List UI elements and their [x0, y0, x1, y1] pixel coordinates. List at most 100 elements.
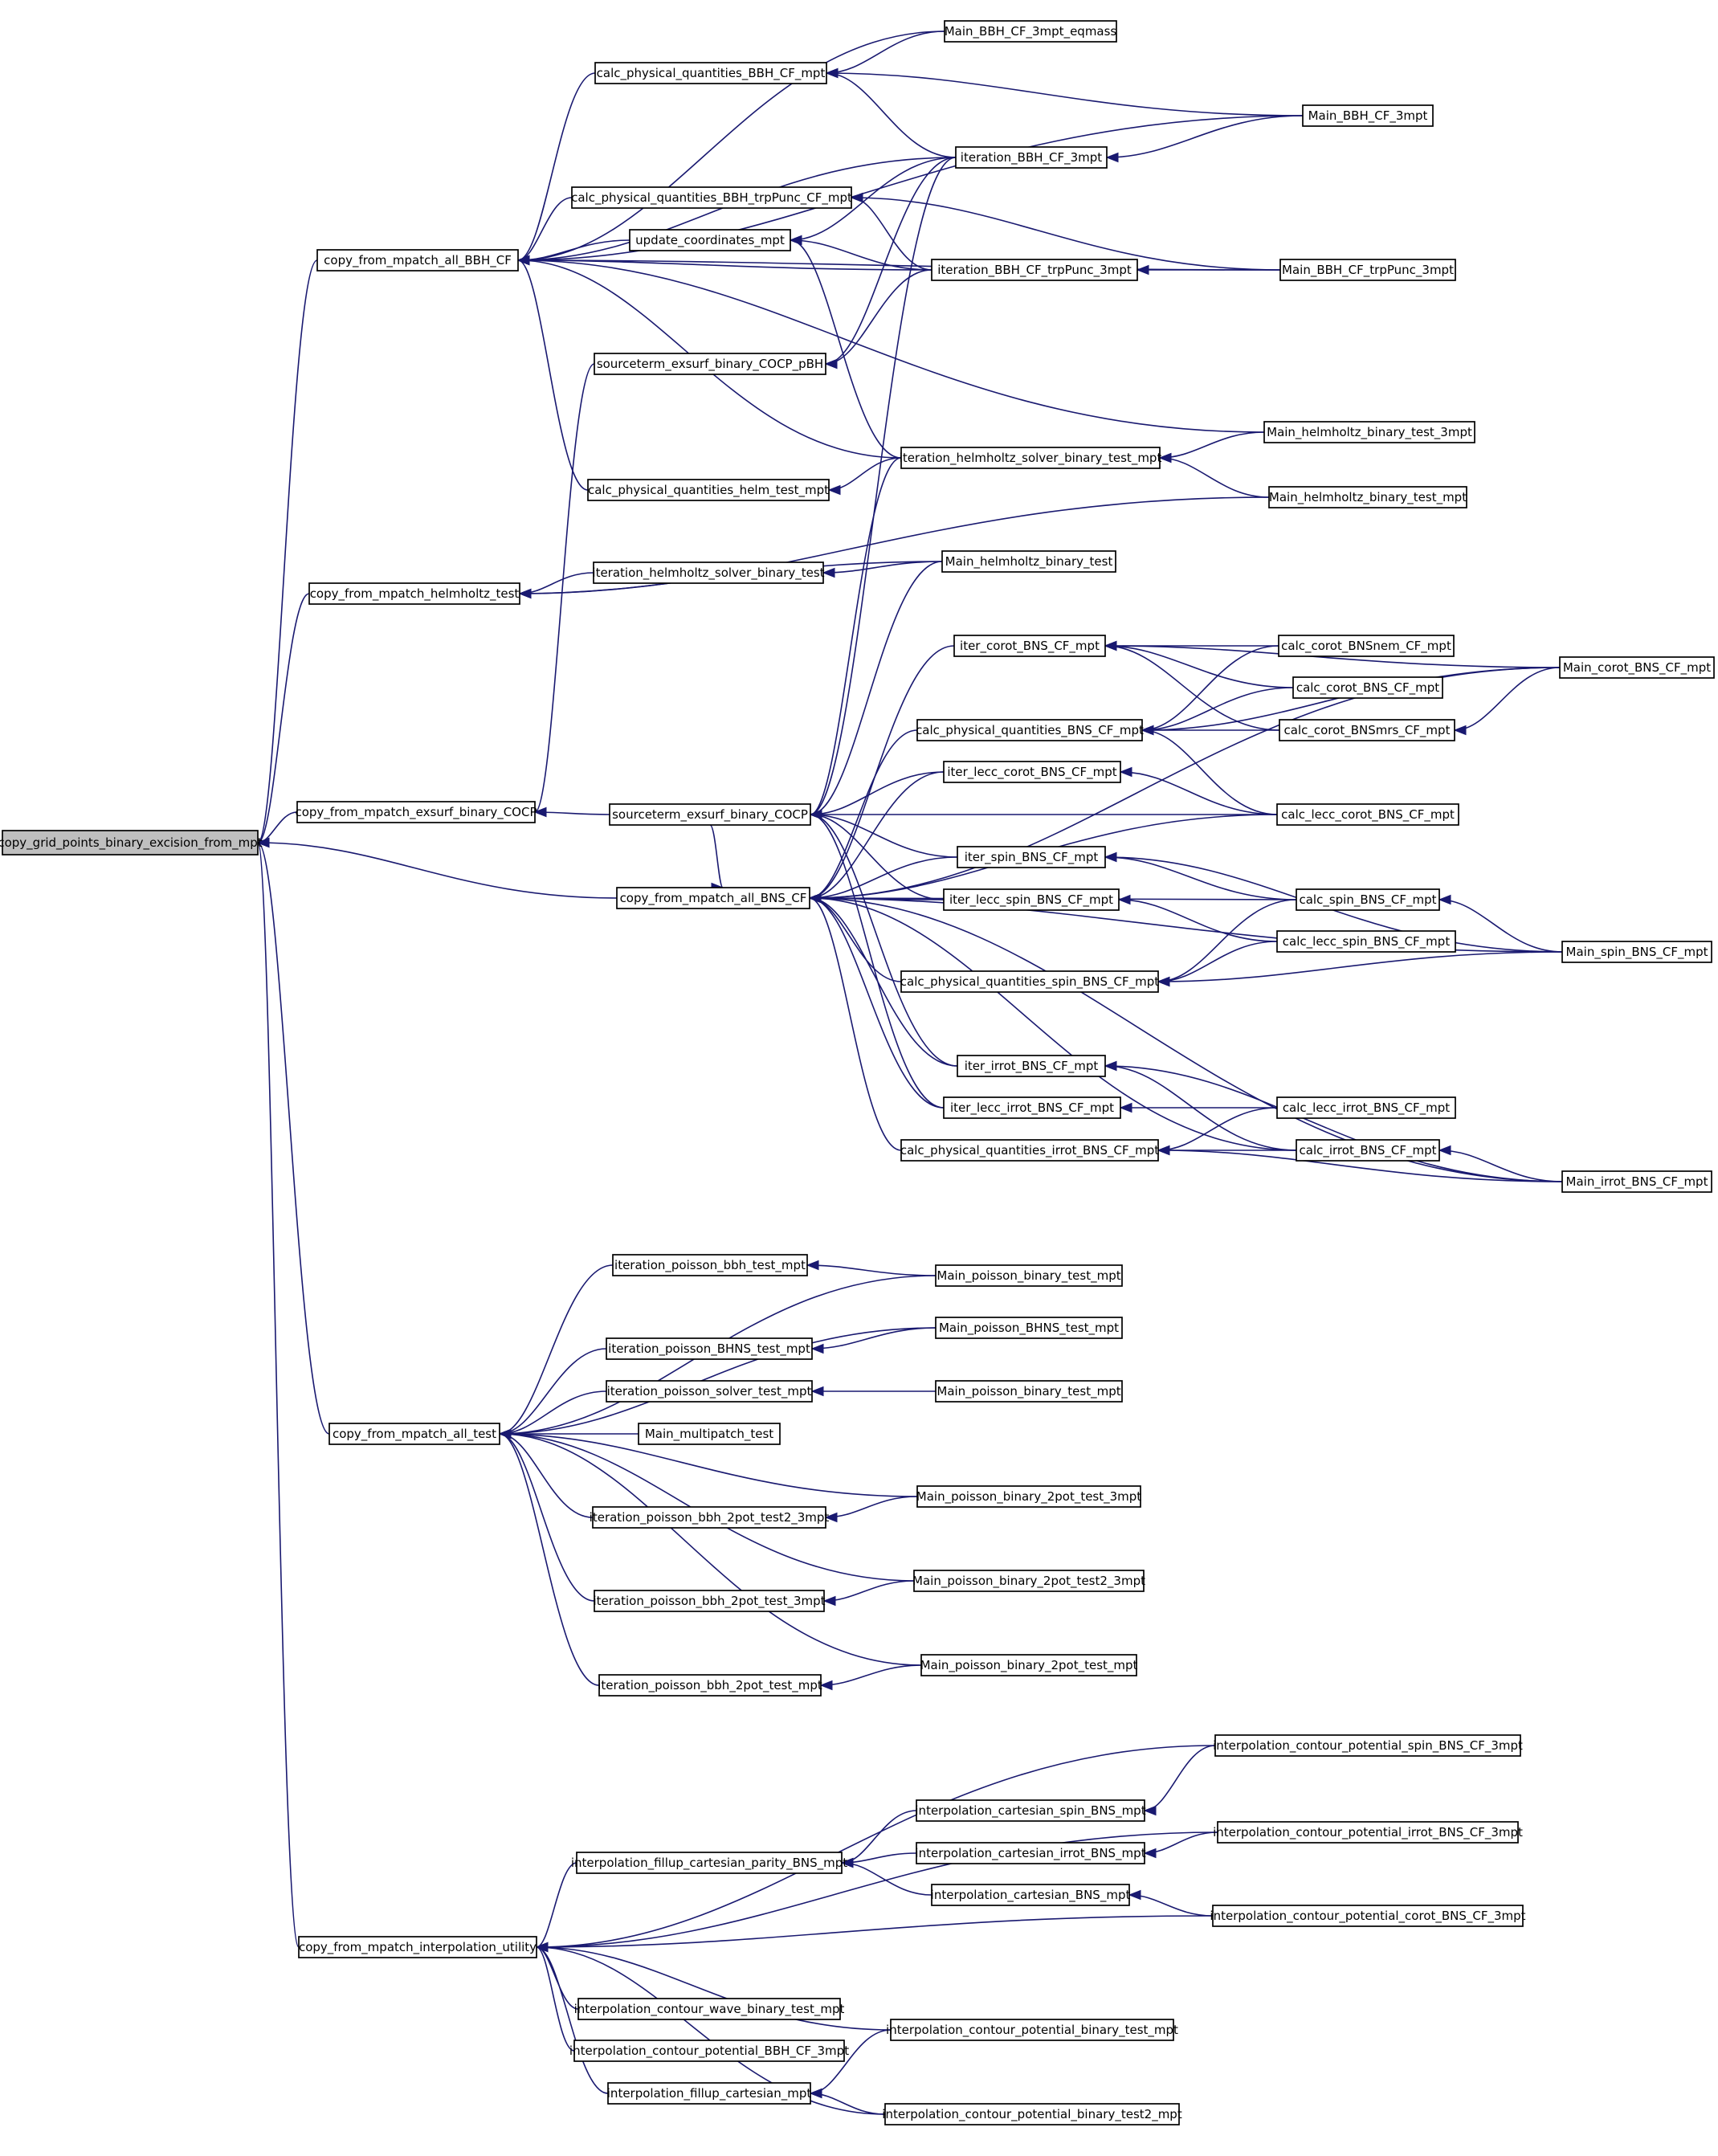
node-root[interactable]: copy_grid_points_binary_excision_from_mp…: [0, 830, 263, 855]
node-iter-spin[interactable]: iter_spin_BNS_CF_mpt: [957, 846, 1106, 868]
edge-calc-lecc-corot-to-calcpq-bns: [1141, 729, 1278, 815]
node-box: [1276, 1096, 1456, 1119]
node-calc-irrot[interactable]: calc_irrot_BNS_CF_mpt: [1296, 1139, 1440, 1162]
node-m-pbin-1[interactable]: Main_poisson_binary_test_mpt: [935, 1264, 1123, 1287]
edge-calc-irrot-to-bnscf: [809, 897, 1297, 1151]
edge-iter-lecc-corot-to-src-cocp: [810, 771, 945, 815]
node-label: calc_corot_BNSnem_CF_mpt: [1281, 639, 1451, 654]
node-m-bhns[interactable]: Main_poisson_BHNS_test_mpt: [935, 1317, 1123, 1339]
node-calc-bbh[interactable]: calc_physical_quantities_BBH_CF_mpt: [594, 62, 827, 84]
node-box: [1276, 930, 1456, 953]
node-icart[interactable]: interpolation_cartesian_BNS_mpt: [931, 1884, 1131, 1906]
node-src-cocp[interactable]: sourceterm_exsurf_binary_COCP: [609, 803, 811, 826]
node-main-helm-mpt[interactable]: Main_helmholtz_binary_test_mpt: [1268, 486, 1467, 508]
node-box: [931, 1884, 1130, 1906]
node-calc-lecc-spin[interactable]: calc_lecc_spin_BNS_CF_mpt: [1276, 930, 1456, 953]
node-label: iter_lecc_spin_BNS_CF_mpt: [949, 892, 1113, 908]
node-ic-irrot3[interactable]: interpolation_contour_potential_irrot_BN…: [1213, 1821, 1523, 1844]
node-itp-2potm[interactable]: iteration_poisson_bbh_2pot_test_mpt: [598, 1674, 822, 1697]
edge-arrowhead: [825, 67, 839, 79]
edge-arrowhead: [822, 567, 835, 578]
node-calc-corot[interactable]: calc_corot_BNS_CF_mpt: [1292, 676, 1443, 699]
node-main-irrot[interactable]: Main_irrot_BNS_CF_mpt: [1561, 1170, 1712, 1193]
node-icart-irrot[interactable]: interpolation_cartesian_irrot_BNS_mpt: [915, 1842, 1146, 1864]
node-m-pbin-2[interactable]: Main_poisson_binary_test_mpt: [935, 1380, 1123, 1403]
node-main-helm3[interactable]: Main_helmholtz_binary_test_3mpt: [1263, 421, 1475, 443]
node-label: iteration_poisson_bbh_2pot_test2_3mpt: [590, 1510, 830, 1525]
node-iter-trp[interactable]: iteration_BBH_CF_trpPunc_3mpt: [931, 259, 1138, 281]
node-main-bbh-eq[interactable]: Main_BBH_CF_3mpt_eqmass: [944, 20, 1117, 43]
node-helmtest[interactable]: copy_from_mpatch_helmholtz_test: [308, 582, 520, 605]
node-alltest[interactable]: copy_from_mpatch_all_test: [329, 1423, 500, 1445]
node-calc-corot-nem[interactable]: calc_corot_BNSnem_CF_mpt: [1278, 635, 1455, 657]
node-icart-spin[interactable]: interpolation_cartesian_spin_BNS_mpt: [915, 1799, 1146, 1822]
edge-iter-lecc-spin-to-src-cocp: [810, 814, 945, 900]
node-calcpq-spin[interactable]: calc_physical_quantities_spin_BNS_CF_mpt: [900, 970, 1159, 993]
node-interp[interactable]: copy_from_mpatch_interpolation_utility: [298, 1936, 537, 1958]
node-calc-trp[interactable]: calc_physical_quantities_BBH_trpPunc_CF_…: [571, 186, 852, 209]
node-box: [1561, 941, 1712, 963]
edge-arrowhead: [1143, 1848, 1157, 1859]
node-exsurfcocp[interactable]: copy_from_mpatch_exsurf_binary_COCP: [295, 801, 537, 823]
node-iter-lecc-irrot[interactable]: iter_lecc_irrot_BNS_CF_mpt: [943, 1096, 1121, 1119]
node-box: [1559, 656, 1715, 679]
node-itp-solver[interactable]: iteration_poisson_solver_test_mpt: [606, 1380, 813, 1403]
edge-calcpq-bns-to-bnscf: [809, 729, 918, 899]
node-bnscf[interactable]: copy_from_mpatch_all_BNS_CF: [616, 887, 810, 909]
node-iter-helm-mpt[interactable]: iteration_helmholtz_solver_binary_test_m…: [900, 447, 1162, 469]
node-iter-lecc-spin[interactable]: iter_lecc_spin_BNS_CF_mpt: [943, 888, 1120, 911]
node-icp-bin[interactable]: interpolation_contour_potential_binary_t…: [886, 2019, 1178, 2041]
node-ic-spin3[interactable]: interpolation_contour_potential_spin_BNS…: [1213, 1734, 1523, 1757]
node-src-pbh[interactable]: sourceterm_exsurf_binary_COCP_pBH: [594, 353, 826, 375]
node-box: [296, 801, 536, 823]
node-iter-irrot[interactable]: iter_irrot_BNS_CF_mpt: [957, 1055, 1106, 1077]
node-m-2potm[interactable]: Main_poisson_binary_2pot_test_mpt: [920, 1654, 1138, 1676]
node-box: [916, 1842, 1145, 1864]
node-calcpq-bns[interactable]: calc_physical_quantities_BNS_CF_mpt: [916, 719, 1144, 741]
node-main-corot[interactable]: Main_corot_BNS_CF_mpt: [1559, 656, 1715, 679]
node-m-2pot23[interactable]: Main_poisson_binary_2pot_test2_3mpt: [912, 1570, 1145, 1592]
node-label: iter_irrot_BNS_CF_mpt: [965, 1059, 1099, 1074]
edge-main-bbh-to-calc-bbh: [826, 72, 1304, 116]
node-ifill[interactable]: interpolation_fillup_cartesian_mpt: [607, 2082, 812, 2105]
node-ifill-par[interactable]: interpolation_fillup_cartesian_parity_BN…: [571, 1852, 847, 1874]
node-calcpq-irrot[interactable]: calc_physical_quantities_irrot_BNS_CF_mp…: [900, 1139, 1159, 1162]
node-iter-corot[interactable]: iter_corot_BNS_CF_mpt: [953, 635, 1106, 657]
node-calc-corot-mrs[interactable]: calc_corot_BNSmrs_CF_mpt: [1279, 719, 1455, 741]
node-iter-helm[interactable]: iteration_helmholtz_solver_binary_test: [592, 561, 825, 584]
node-itp-2pot3[interactable]: iteration_poisson_bbh_2pot_test_3mpt: [593, 1590, 826, 1612]
node-upd[interactable]: update_coordinates_mpt: [629, 229, 791, 251]
node-calc-spin[interactable]: calc_spin_BNS_CF_mpt: [1296, 888, 1440, 911]
node-main-helm[interactable]: Main_helmholtz_binary_test: [941, 550, 1116, 573]
node-calc-helm[interactable]: calc_physical_quantities_helm_test_mpt: [587, 479, 830, 501]
node-main-trp[interactable]: Main_BBH_CF_trpPunc_3mpt: [1279, 259, 1456, 281]
node-label: interpolation_contour_wave_binary_test_m…: [574, 2002, 845, 2017]
edge-ic-spin3-to-icart-spin: [1144, 1745, 1216, 1811]
edge-src-pbh-to-exsurfcocp: [534, 363, 595, 813]
node-m-2pot3[interactable]: Main_poisson_binary_2pot_test_3mpt: [916, 1485, 1142, 1508]
edge-icp-bbh-to-interp: [536, 1946, 575, 2052]
node-label: interpolation_fillup_cartesian_mpt: [607, 2086, 812, 2101]
node-iter-bbh[interactable]: iteration_BBH_CF_3mpt: [955, 146, 1108, 169]
node-iter-lecc-corot[interactable]: iter_lecc_corot_BNS_CF_mpt: [943, 761, 1121, 783]
node-icp-bbh[interactable]: interpolation_contour_potential_BBH_CF_3…: [569, 2040, 849, 2062]
node-itp-bbh[interactable]: iteration_poisson_bbh_test_mpt: [612, 1254, 808, 1276]
node-main-mp[interactable]: Main_multipatch_test: [638, 1423, 781, 1445]
node-icp-bin2[interactable]: interpolation_contour_potential_binary_t…: [882, 2103, 1182, 2125]
node-label: calc_corot_BNSmrs_CF_mpt: [1284, 723, 1451, 738]
node-ic-corot3[interactable]: interpolation_contour_potential_corot_BN…: [1210, 1905, 1526, 1927]
node-calc-lecc-irrot[interactable]: calc_lecc_irrot_BNS_CF_mpt: [1276, 1096, 1456, 1119]
node-itp-2pot2[interactable]: iteration_poisson_bbh_2pot_test2_3mpt: [590, 1506, 830, 1529]
node-bbhcf[interactable]: copy_from_mpatch_all_BBH_CF: [316, 249, 519, 272]
node-calc-lecc-corot[interactable]: calc_lecc_corot_BNS_CF_mpt: [1276, 803, 1459, 826]
node-main-spin[interactable]: Main_spin_BNS_CF_mpt: [1561, 941, 1712, 963]
node-main-bbh[interactable]: Main_BBH_CF_3mpt: [1302, 104, 1434, 127]
node-icw[interactable]: interpolation_contour_wave_binary_test_m…: [574, 1998, 845, 2020]
edge-calc-spin-to-iter-spin: [1104, 856, 1297, 900]
node-label: iteration_poisson_solver_test_mpt: [607, 1384, 812, 1399]
edge-main-irrot-to-calc-irrot: [1438, 1149, 1563, 1182]
node-itp-bhns[interactable]: iteration_poisson_BHNS_test_mpt: [606, 1337, 813, 1360]
edge-main-helm3-to-iter-helm-mpt: [1159, 431, 1265, 459]
node-label: Main_BBH_CF_3mpt_eqmass: [945, 24, 1117, 39]
